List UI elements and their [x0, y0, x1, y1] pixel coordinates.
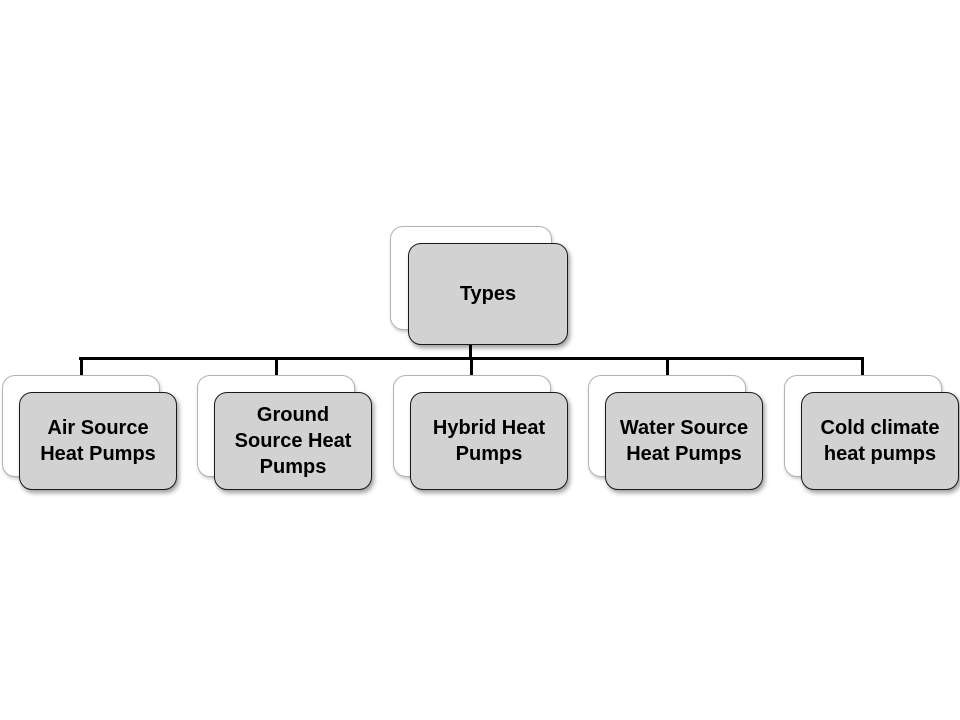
- root-node-label: Types: [459, 283, 517, 305]
- child-node-card: Hybrid Heat Pumps: [410, 392, 568, 490]
- child-node-label: Ground Source Heat Pumps: [234, 404, 352, 478]
- child-node-label: Water Source Heat Pumps: [619, 417, 749, 465]
- child-node-card: Air Source Heat Pumps: [19, 392, 177, 490]
- child-node-card: Ground Source Heat Pumps: [214, 392, 372, 490]
- child-node-label: Hybrid Heat Pumps: [432, 417, 546, 465]
- connector-stub-1: [80, 358, 83, 376]
- connector-stub-5: [861, 358, 864, 376]
- child-node-label: Cold climate heat pumps: [820, 417, 940, 465]
- child-node-card: Cold climate heat pumps: [801, 392, 959, 490]
- connector-stub-2: [275, 358, 278, 376]
- root-node-card: Types: [408, 243, 568, 345]
- child-node-card: Water Source Heat Pumps: [605, 392, 763, 490]
- connector-root-stem: [469, 344, 472, 358]
- connector-stub-3: [470, 358, 473, 376]
- connector-stub-4: [666, 358, 669, 376]
- child-node-label: Air Source Heat Pumps: [40, 417, 156, 465]
